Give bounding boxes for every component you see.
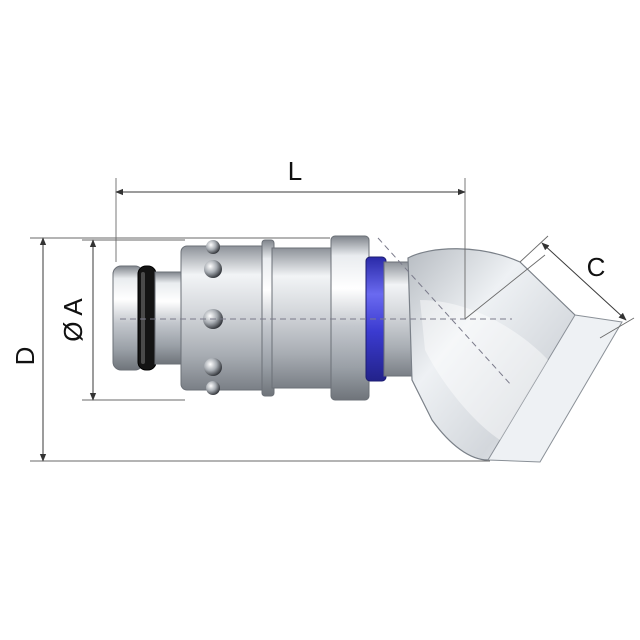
dimension-c-label: C xyxy=(587,252,606,282)
dimension-c: C xyxy=(519,235,635,339)
dimension-diameter-a: Ø A xyxy=(58,239,185,401)
dimension-d-label: D xyxy=(10,347,40,366)
locking-ball xyxy=(206,240,220,254)
fitting-body xyxy=(112,235,623,463)
dimension-diameter-a-label: Ø A xyxy=(58,298,88,342)
dimension-l: L xyxy=(115,156,466,319)
ball-sleeve xyxy=(180,245,270,391)
elbow-axis-dashed xyxy=(377,237,513,387)
locking-ball xyxy=(206,381,220,395)
locking-ball xyxy=(204,260,222,278)
main-sleeve xyxy=(271,247,335,389)
locking-ball xyxy=(204,358,222,376)
o-ring xyxy=(137,265,157,371)
locking-balls xyxy=(203,240,223,395)
rear-nut xyxy=(330,235,370,401)
plug-neck xyxy=(154,271,186,365)
dimension-d: D xyxy=(10,237,490,462)
elbow-axis-solid xyxy=(464,254,546,320)
dimension-l-label: L xyxy=(288,156,302,186)
